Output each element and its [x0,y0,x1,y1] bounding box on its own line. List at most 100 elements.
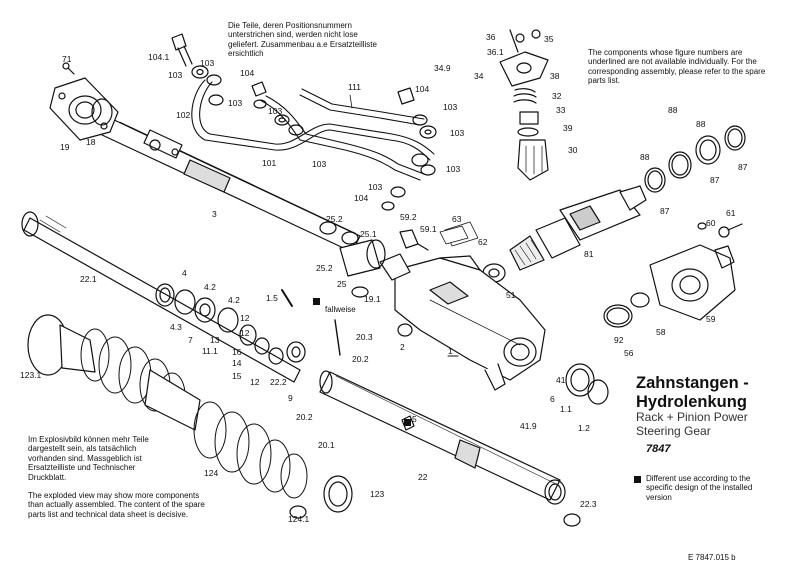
title-german: Zahnstangen - Hydrolenkung [636,374,749,412]
part-label-15: 15 [232,371,242,381]
part-label-7: 7 [188,335,193,345]
part-label-41: 41 [556,375,566,385]
part-label-25-2b: 25.2 [316,263,333,273]
part-label-12a: 12 [240,313,250,323]
part-label-123-1: 123.1 [20,370,42,380]
part-label-39: 39 [563,123,573,133]
part-label-1-1: 1.1 [560,404,572,414]
upper-rack-tube [99,117,361,253]
part-label-59-2: 59.2 [400,212,417,222]
part-label-38: 38 [550,71,560,81]
part-label-20-3: 20.3 [356,332,373,342]
main-housing [379,221,546,391]
part-label-5: 5 [412,414,417,424]
part-label-124: 124 [204,468,218,478]
part-label-14: 14 [232,358,242,368]
part-label-88c: 88 [640,152,650,162]
part-label-4-2b: 4.2 [228,295,240,305]
part-label-25-2: 25.2 [326,214,343,224]
flange-plate [49,77,119,141]
part-label-3: 3 [212,209,217,219]
note-bottom-english: The exploded view may show more componen… [28,491,205,519]
part-label-4: 4 [182,268,187,278]
part-label-71: 71 [62,54,72,64]
part-label-104-1: 104.1 [148,52,170,62]
part-label-103h: 103 [446,164,460,174]
part-label-41-9: 41.9 [520,421,537,431]
part-label-61: 61 [726,208,736,218]
part-label-2: 2 [400,342,405,352]
hydraulic-pipes [191,79,435,181]
part-label-103g: 103 [312,159,326,169]
part-label-20-2b: 20.2 [296,412,313,422]
note-top-english: The components whose figure numbers are … [588,48,766,86]
part-label-20-1: 20.1 [318,440,335,450]
part-label-87a: 87 [710,175,720,185]
part-label-6: 6 [550,394,555,404]
model-number: 7847 [646,443,671,455]
part-label-88b: 88 [696,119,706,129]
note-variant-key: Different use according to the specific … [646,474,753,502]
part-label-9: 9 [288,393,293,403]
note-top-german: Die Teile, deren Positionsnummern unters… [228,21,377,59]
part-label-104c: 104 [354,193,368,203]
part-label-11-1: 11.1 [202,346,218,356]
part-label-60: 60 [706,218,716,228]
part-label-30: 30 [568,145,578,155]
part-label-103e: 103 [443,102,457,112]
part-label-22-2: 22.2 [270,377,287,387]
part-label-12b: 12 [240,328,250,338]
part-label-4-2a: 4.2 [204,282,216,292]
part-label-124-1: 124.1 [288,514,310,524]
part-label-36-1: 36.1 [487,47,504,57]
part-label-59-1: 59.1 [420,224,437,234]
part-label-51: 51 [506,290,516,300]
part-label-102: 102 [176,110,190,120]
part-label-59: 59 [706,314,716,324]
part-label-103i: 103 [368,182,382,192]
part-label-25-1: 25.1 [360,229,377,239]
part-label-22-1: 22.1 [80,274,97,284]
document-number: E 7847.015 b [688,553,736,562]
valve-stack [499,29,549,181]
part-label-36: 36 [486,32,496,42]
part-label-35: 35 [544,34,554,44]
part-label-101: 101 [262,158,276,168]
part-label-1: 1 [448,346,453,356]
variant-marker [313,298,320,305]
part-label-4-3: 4.3 [170,322,182,332]
bellows-boot [27,314,353,519]
part-label-12c: 12 [250,377,260,387]
part-label-87c: 87 [660,206,670,216]
part-label-58: 58 [656,327,666,337]
part-label-16: 16 [232,347,242,357]
part-label-103f: 103 [450,128,464,138]
part-label-13: 13 [210,335,220,345]
part-label-103b: 103 [200,58,214,68]
title-line-1: Zahnstangen - [636,374,749,392]
screw-71 [62,62,75,75]
subtitle-line-2: Steering Gear [636,424,711,438]
part-label-103c: 103 [228,98,242,108]
note-bottom-german: Im Explosivbild können mehr Teile darges… [28,435,149,482]
part-label-103d: 103 [268,106,282,116]
part-label-32: 32 [552,91,562,101]
variant-marker [404,419,411,426]
part-label-103a: 103 [168,70,182,80]
part-label-34-9: 34.9 [434,63,451,73]
part-label-81: 81 [584,249,594,259]
pinion-valve [482,185,647,283]
part-label-20-2a: 20.2 [352,354,369,364]
part-label-87b: 87 [738,162,748,172]
part-label-104a: 104 [240,68,254,78]
title-english: Rack + Pinion Power Steering Gear [636,410,748,438]
valve-cover [603,222,743,328]
part-label-33: 33 [556,105,566,115]
variant-key-marker [634,476,641,483]
part-label-88a: 88 [668,105,678,115]
part-label-19-1: 19.1 [364,294,381,304]
piston-parts [155,283,341,365]
part-label-56: 56 [624,348,634,358]
